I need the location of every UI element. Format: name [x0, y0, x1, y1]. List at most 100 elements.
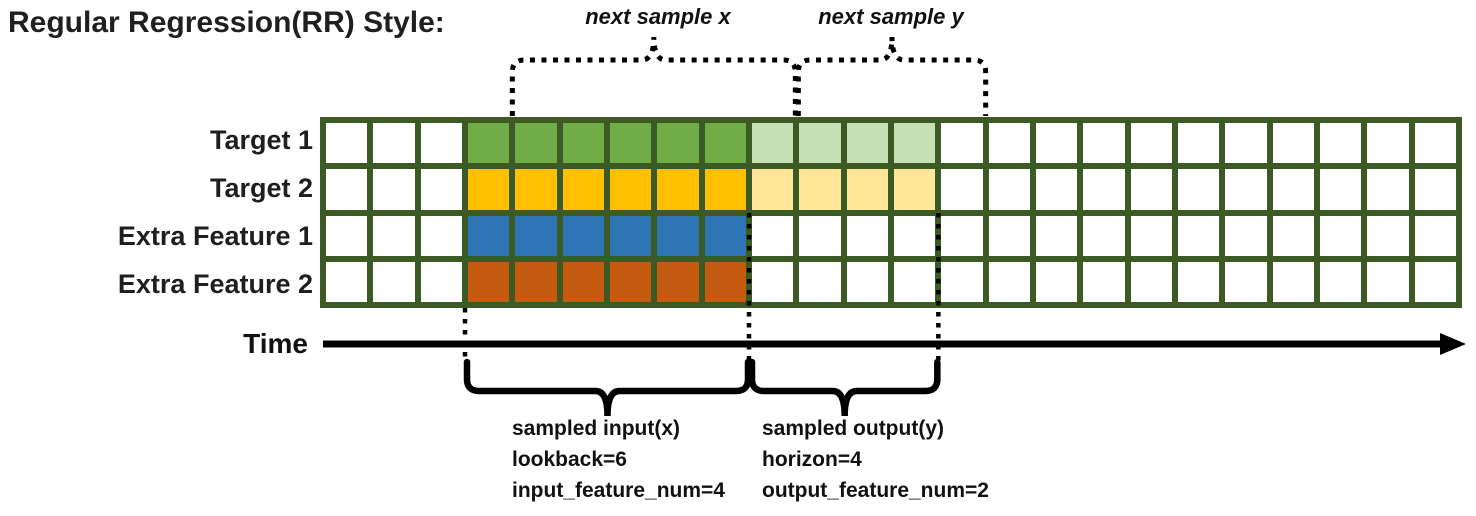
grid-cell	[846, 169, 888, 210]
grid-cell	[657, 261, 699, 302]
grid-cell	[1225, 215, 1267, 256]
grid-cell	[846, 261, 888, 302]
grid-cell	[420, 169, 462, 210]
grid-cell	[941, 215, 983, 256]
grid-cell	[1035, 261, 1078, 302]
grid-cell	[1035, 169, 1078, 210]
grid-cell	[373, 169, 415, 210]
diagram-title: Regular Regression(RR) Style:	[8, 6, 445, 39]
next-sample-y-label: next sample y	[818, 4, 964, 29]
grid-cell	[1035, 123, 1078, 164]
grid-cell	[1177, 123, 1220, 164]
grid-cell	[1319, 123, 1362, 164]
grid-cell	[1414, 169, 1456, 210]
grid-cell	[1130, 169, 1172, 210]
grid-cell	[562, 123, 604, 164]
timeseries-grid	[320, 117, 1462, 308]
grid-cell	[1083, 261, 1125, 302]
grid-cell	[893, 123, 936, 164]
output-feature-num: output_feature_num=2	[762, 479, 989, 502]
row-label-target-2: Target 2	[209, 173, 313, 204]
grid-cell	[467, 169, 510, 210]
grid-cell	[846, 215, 888, 256]
grid-cell	[1319, 215, 1362, 256]
grid-cell	[1414, 261, 1456, 302]
grid-cell	[941, 261, 983, 302]
grid-cell	[1367, 169, 1409, 210]
grid-cell	[326, 123, 368, 164]
grid-cell	[751, 215, 794, 256]
grid-cell	[326, 215, 368, 256]
sampled-input-note: sampled input(x) lookback=6 input_featur…	[512, 413, 725, 506]
grid-cell	[1083, 123, 1125, 164]
sampled-input-brace	[463, 358, 752, 417]
grid-cell	[1130, 215, 1172, 256]
grid-cell	[326, 169, 368, 210]
grid-cell	[420, 261, 462, 302]
grid-cell	[373, 215, 415, 256]
grid-cell	[609, 261, 652, 302]
sampled-input-title: sampled input(x)	[512, 417, 681, 440]
next-sample-x-label: next sample x	[585, 4, 731, 29]
grid-cell	[988, 123, 1030, 164]
grid-cell	[326, 261, 368, 302]
sampled-output-brace	[748, 358, 941, 417]
grid-cell	[988, 261, 1030, 302]
grid-cell	[609, 123, 652, 164]
grid-cell	[1130, 123, 1172, 164]
grid-cell	[799, 169, 841, 210]
grid-cell	[1035, 215, 1078, 256]
grid-cell	[799, 261, 841, 302]
time-axis-label: Time	[243, 328, 308, 359]
input-feature-num: input_feature_num=4	[512, 479, 725, 502]
grid-cell	[657, 215, 699, 256]
next-sample-x-brace	[509, 36, 798, 116]
grid-cell	[1177, 169, 1220, 210]
grid-cell	[1083, 169, 1125, 210]
grid-cell	[373, 123, 415, 164]
grid-cell	[515, 261, 557, 302]
grid-cell	[1319, 261, 1362, 302]
grid-cell	[1367, 261, 1409, 302]
grid-cell	[515, 123, 557, 164]
row-label-extra-feature-2: Extra Feature 2	[117, 268, 313, 299]
grid-cell	[988, 215, 1030, 256]
next-sample-y-brace	[795, 36, 989, 116]
grid-cell	[609, 215, 652, 256]
grid-cell	[1272, 123, 1314, 164]
grid-cell	[657, 123, 699, 164]
grid-cell	[751, 123, 794, 164]
grid-cell	[657, 169, 699, 210]
grid-cell	[704, 169, 746, 210]
grid-cell	[1414, 123, 1456, 164]
grid-cell	[1225, 169, 1267, 210]
row-label-extra-feature-1: Extra Feature 1	[117, 220, 313, 251]
grid-cell	[1272, 215, 1314, 256]
sampled-output-title: sampled output(y)	[762, 417, 944, 440]
grid-cell	[799, 123, 841, 164]
grid-cell	[893, 169, 936, 210]
grid-cell	[1225, 261, 1267, 302]
grid-cell	[1319, 169, 1362, 210]
grid-cell	[751, 261, 794, 302]
row-label-target-1: Target 1	[209, 125, 313, 156]
grid-cell	[1367, 123, 1409, 164]
grid-cell	[420, 123, 462, 164]
grid-cell	[373, 261, 415, 302]
grid-cell	[1272, 169, 1314, 210]
grid-cell	[893, 261, 936, 302]
grid-cell	[515, 215, 557, 256]
grid-cell	[704, 123, 746, 164]
grid-cell	[988, 169, 1030, 210]
time-axis-arrowhead-icon	[1440, 333, 1466, 355]
grid-cell	[704, 215, 746, 256]
grid-cell	[1177, 215, 1220, 256]
grid-cell	[562, 169, 604, 210]
grid-cell	[562, 261, 604, 302]
grid-cell	[941, 169, 983, 210]
grid-cell	[467, 215, 510, 256]
grid-cell	[609, 169, 652, 210]
grid-cell	[704, 261, 746, 302]
grid-cell	[467, 261, 510, 302]
grid-cell	[1225, 123, 1267, 164]
